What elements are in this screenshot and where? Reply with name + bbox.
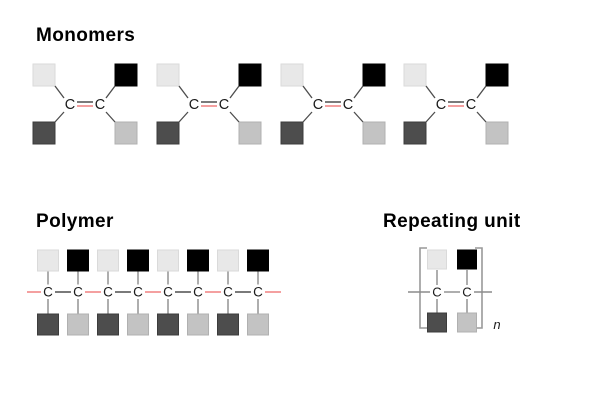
carbon-label: C — [253, 285, 263, 300]
substituent-bond — [54, 85, 65, 99]
carbon-label: C — [462, 285, 471, 300]
substituent-square-black — [127, 249, 149, 272]
substituent-square-light — [32, 63, 56, 87]
substituent-square-dark — [37, 313, 59, 336]
substituent-bond — [178, 111, 189, 123]
substituent-bond — [425, 85, 436, 99]
substituent-square-medium — [247, 313, 269, 336]
substituent-square-dark — [427, 312, 447, 333]
substituent-square-black — [67, 249, 89, 272]
substituent-square-light — [37, 249, 59, 272]
substituent-square-dark — [217, 313, 239, 336]
substituent-bond — [229, 85, 240, 99]
substituent-square-medium — [187, 313, 209, 336]
repeat-subscript-n: n — [493, 317, 500, 332]
carbon-label: C — [103, 285, 113, 300]
carbon-label: C — [219, 97, 229, 113]
substituent-bond — [178, 85, 189, 99]
substituent-square-dark — [32, 121, 56, 145]
repeating-unit-structure: C Cn — [408, 247, 501, 333]
monomers-title: Monomers — [36, 25, 136, 46]
substituent-bond — [425, 111, 436, 123]
carbon-label: C — [95, 97, 105, 113]
carbon-label: C — [43, 285, 53, 300]
substituent-square-black — [247, 249, 269, 272]
polymer-title: Polymer — [36, 211, 114, 232]
substituent-square-light — [217, 249, 239, 272]
carbon-label: C — [436, 97, 446, 113]
substituent-square-black — [238, 63, 262, 87]
carbon-label: C — [189, 97, 199, 113]
substituent-square-medium — [114, 121, 138, 145]
substituent-square-dark — [280, 121, 303, 145]
substituent-bond — [353, 111, 363, 123]
repeating-unit-title: Repeating unit — [383, 211, 521, 232]
substituent-square-medium — [457, 312, 477, 333]
substituent-square-medium — [67, 313, 89, 336]
substituent-bond — [476, 111, 487, 123]
substituent-bond — [302, 111, 312, 123]
carbon-label: C — [432, 285, 441, 300]
carbon-label: C — [133, 285, 143, 300]
carbon-label: C — [73, 285, 83, 300]
substituent-square-medium — [238, 121, 262, 145]
substituent-bond — [476, 85, 487, 99]
substituent-square-light — [427, 249, 447, 270]
left-bracket — [419, 247, 427, 329]
substituent-square-medium — [362, 121, 385, 145]
substituent-square-light — [403, 63, 427, 87]
carbon-label: C — [163, 285, 173, 300]
substituent-bond — [54, 111, 65, 123]
substituent-square-medium — [127, 313, 149, 336]
carbon-label: C — [342, 97, 352, 113]
substituent-square-dark — [403, 121, 427, 145]
substituent-bond — [105, 85, 116, 99]
substituent-square-black — [114, 63, 138, 87]
substituent-square-black — [457, 249, 477, 270]
substituent-square-light — [97, 249, 119, 272]
substituent-square-dark — [157, 313, 179, 336]
carbon-label: C — [193, 285, 203, 300]
substituent-bond — [301, 85, 313, 99]
carbon-label: C — [223, 285, 233, 300]
substituent-square-dark — [156, 121, 180, 145]
substituent-bond — [229, 111, 240, 123]
carbon-label: C — [312, 97, 322, 113]
carbon-label: C — [65, 97, 75, 113]
right-bracket — [475, 247, 483, 329]
substituent-square-light — [280, 63, 303, 87]
substituent-bond — [352, 85, 364, 99]
substituent-square-black — [362, 63, 385, 87]
carbon-label: C — [466, 97, 476, 113]
substituent-bond — [105, 111, 116, 123]
substituent-square-medium — [485, 121, 509, 145]
substituent-square-black — [485, 63, 509, 87]
substituent-square-black — [187, 249, 209, 272]
substituent-square-light — [157, 249, 179, 272]
substituent-square-dark — [97, 313, 119, 336]
substituent-square-light — [156, 63, 180, 87]
